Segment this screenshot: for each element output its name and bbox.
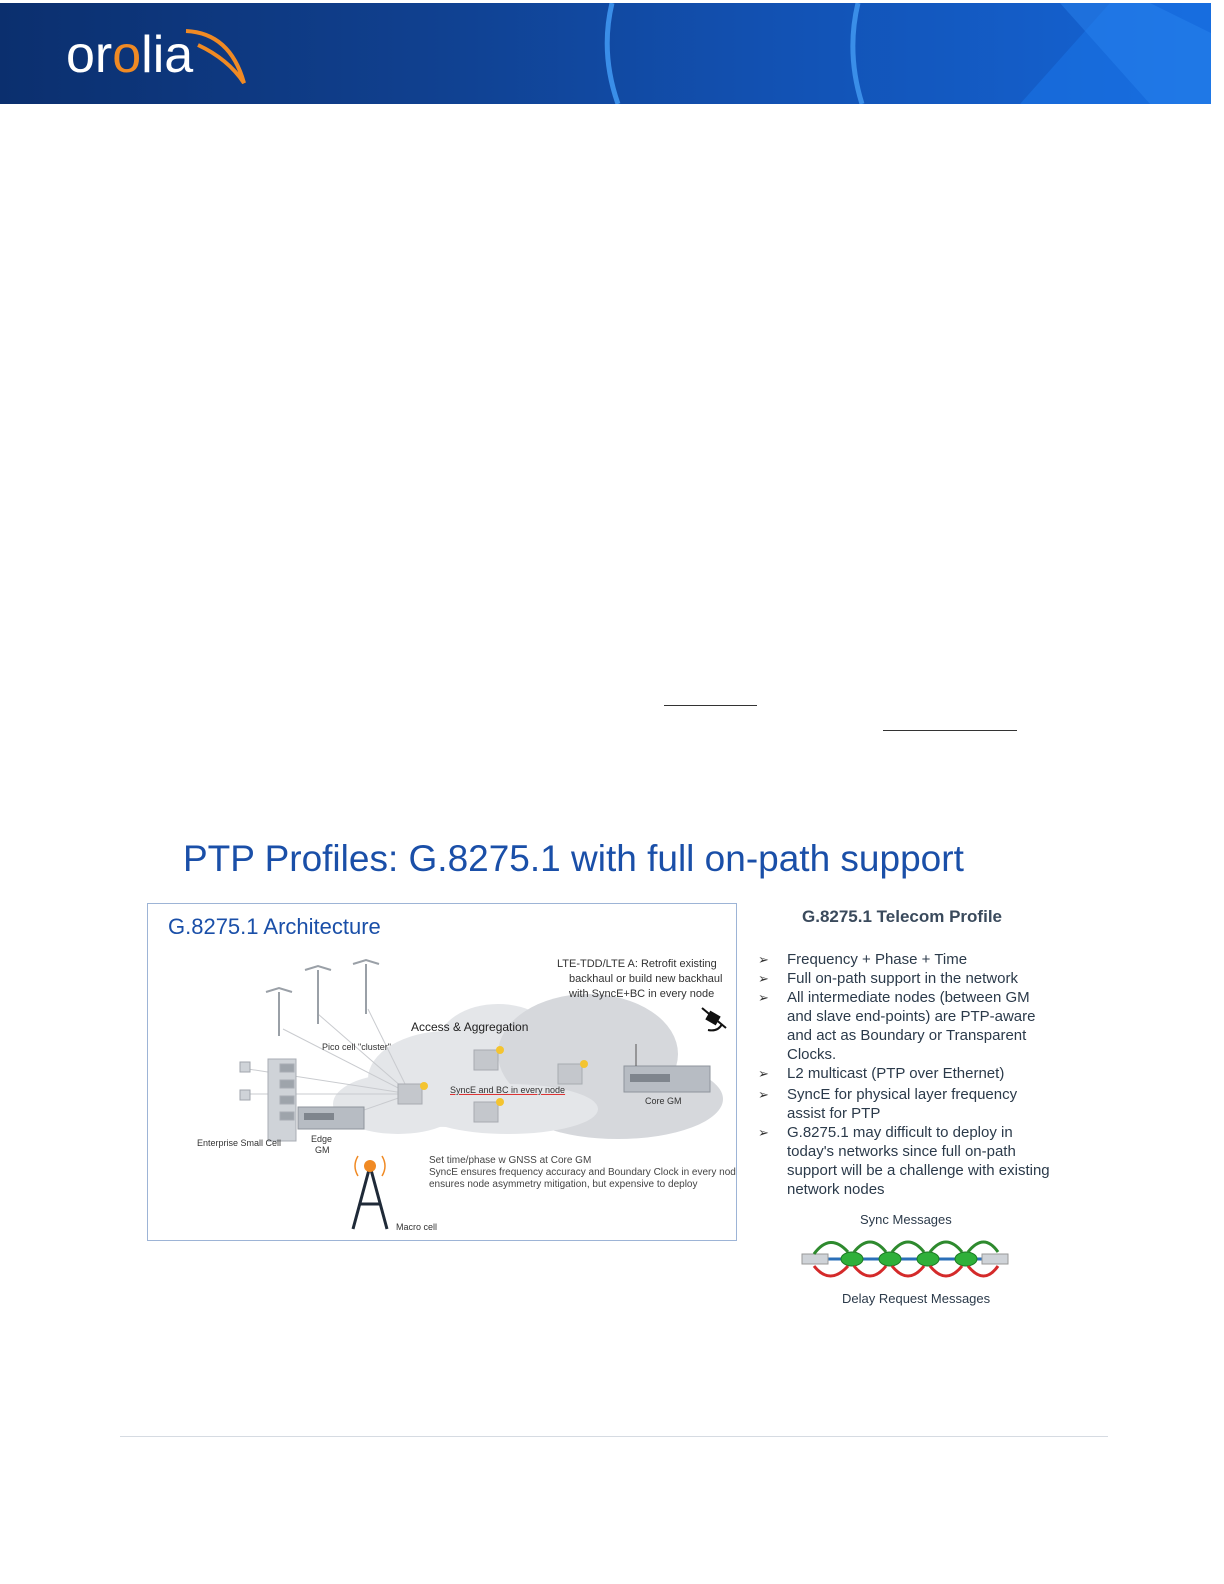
- bullet-arrow-icon: ➢: [758, 952, 769, 967]
- bullet-text: and slave end-points) are PTP-aware: [787, 1008, 1036, 1025]
- bullet-item: ➢ Full on-path support in the network: [758, 969, 1088, 988]
- bullet-text: assist for PTP: [787, 1105, 881, 1122]
- footer-divider: [120, 1436, 1108, 1437]
- bullet-item: ➢ L2 multicast (PTP over Ethernet): [758, 1064, 1088, 1083]
- logo-swoosh-icon: [185, 29, 246, 85]
- core-gm-device: [623, 1044, 711, 1093]
- sync-messages-diagram: [801, 1240, 1009, 1278]
- bullet-arrow-icon: ➢: [758, 990, 769, 1005]
- bullet-item: ➢ SyncE for physical layer frequency ass…: [758, 1085, 1088, 1123]
- bullet-arrow-icon: ➢: [758, 1087, 769, 1102]
- small-cell-icons: [239, 1061, 251, 1101]
- bullet-text: and act as Boundary or Transparent: [787, 1027, 1027, 1044]
- lte-note-line3: with SyncE+BC in every node: [569, 988, 715, 1000]
- bullet-text: network nodes: [787, 1181, 885, 1198]
- access-aggregation-label: Access & Aggregation: [411, 1020, 529, 1034]
- satellite-icon: [701, 1007, 727, 1032]
- switch-node-icon: [397, 1046, 588, 1123]
- sync-messages-label: Sync Messages: [860, 1212, 952, 1227]
- bullet-arrow-icon: ➢: [758, 1066, 769, 1081]
- link-underline: [664, 705, 757, 706]
- core-gm-label: Core GM: [645, 1096, 682, 1106]
- edge-gm-label-1: Edge: [311, 1134, 333, 1144]
- macro-cell-tower: [351, 1155, 389, 1230]
- bullet-item: ➢ G.8275.1 may difficult to deploy in to…: [758, 1123, 1088, 1199]
- architecture-title: G.8275.1 Architecture: [168, 914, 381, 939]
- bullet-text: Full on-path support in the network: [787, 970, 1018, 987]
- slide-title: PTP Profiles: G.8275.1 with full on-path…: [183, 838, 964, 879]
- bullet-text: today's networks since full on-path: [787, 1143, 1016, 1160]
- orolia-logo[interactable]: orolia: [66, 26, 194, 84]
- bullet-item: ➢ Frequency + Phase + Time: [758, 950, 1088, 969]
- architecture-diagram: G.8275.1 Architecture: [147, 903, 737, 1241]
- enterprise-small-cell-label: Enterprise Small Cell: [197, 1138, 282, 1148]
- header-decoration: [604, 3, 1211, 104]
- bullet-text: support will be a challenge with existin…: [787, 1162, 1050, 1179]
- profile-bullet-list: ➢ Frequency + Phase + Time ➢ Full on-pat…: [758, 950, 1088, 1199]
- bullet-text: Frequency + Phase + Time: [787, 951, 968, 968]
- bullet-text: All intermediate nodes (between GM: [787, 989, 1030, 1006]
- profile-title: G.8275.1 Telecom Profile: [802, 907, 1002, 926]
- gnss-note-line3: ensures node asymmetry mitigation, but e…: [429, 1179, 698, 1190]
- bullet-arrow-icon: ➢: [758, 1125, 769, 1140]
- lte-note-line2: backhaul or build new backhaul: [569, 973, 723, 985]
- macro-cell-label: Macro cell: [396, 1222, 438, 1232]
- pico-cell-poles: [265, 958, 380, 1036]
- bullet-text: G.8275.1 may difficult to deploy in: [787, 1124, 1013, 1141]
- edge-gm-label-2: GM: [315, 1145, 330, 1155]
- network-diagram-graphic: [239, 958, 727, 1230]
- enterprise-building: [267, 1058, 297, 1142]
- gnss-note-line2: SyncE ensures frequency accuracy and Bou…: [429, 1167, 737, 1178]
- bullet-text: L2 multicast (PTP over Ethernet): [787, 1065, 1005, 1082]
- link-underline: [883, 730, 1017, 731]
- pico-cell-label: Pico cell "cluster": [322, 1042, 391, 1052]
- delay-request-label: Delay Request Messages: [842, 1291, 991, 1306]
- edge-gm-device: [297, 1106, 365, 1130]
- synce-bc-label: SyncE and BC in every node: [450, 1085, 566, 1095]
- bullet-item: ➢ All intermediate nodes (between GM and…: [758, 988, 1088, 1064]
- bullet-arrow-icon: ➢: [758, 971, 769, 986]
- page-header: orolia: [0, 3, 1211, 104]
- bullet-text: SyncE for physical layer frequency: [787, 1086, 1018, 1103]
- gnss-note-line1: Set time/phase w GNSS at Core GM: [429, 1155, 592, 1166]
- bullet-text: Clocks.: [787, 1046, 837, 1063]
- lte-note-line1: LTE-TDD/LTE A: Retrofit existing: [557, 958, 717, 970]
